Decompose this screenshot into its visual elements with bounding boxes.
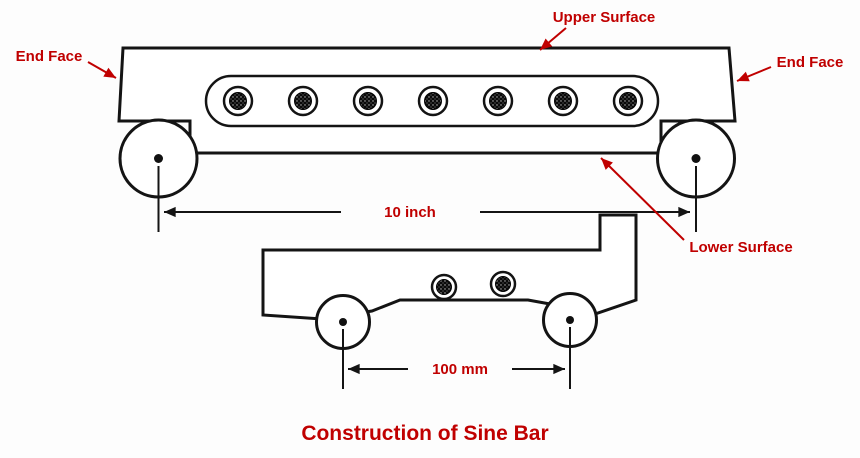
relief-slot [204,74,660,128]
relief-hole-core [359,92,377,110]
relief-hole-core [424,92,442,110]
dimension-label-100-mm: 100 mm [432,361,488,378]
relief-hole-core [436,279,452,295]
relief-hole-core [294,92,312,110]
relief-hole-core [619,92,637,110]
relief-hole-core [554,92,572,110]
end-face-left-arrow [87,61,117,79]
relief-hole-core [229,92,247,110]
upper-surface-arrow [539,27,567,51]
relief-hole-core [489,92,507,110]
dimension-label-10-inch: 10 inch [384,204,436,221]
lower-surface-arrow [600,157,685,241]
upper-surface-label: Upper Surface [553,9,656,26]
small-roller-left-axis-dot [339,318,347,326]
diagram-title: Construction of Sine Bar [301,422,548,445]
lower-surface-label: Lower Surface [689,239,792,256]
small-roller-right-axis-dot [566,316,574,324]
end-face-left-label: End Face [16,48,83,65]
end-face-right-arrow [736,66,772,82]
relief-hole-core [495,276,511,292]
relief-holes-top [222,85,644,117]
roller-left-axis-dot [154,154,163,163]
roller-right-axis-dot [691,154,701,163]
end-face-right-label: End Face [777,54,844,71]
relief-holes-bottom [430,270,517,301]
